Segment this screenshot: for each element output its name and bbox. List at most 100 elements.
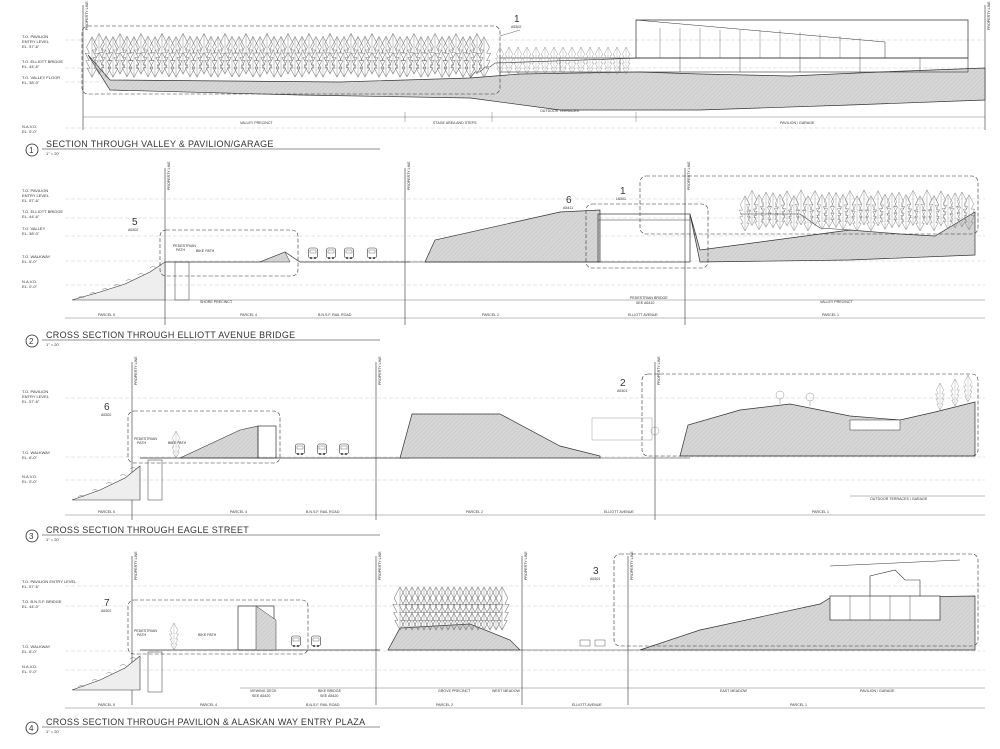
property-line-label: PROPERTY LINE [378,356,382,385]
callout-ref: A5302 [511,25,521,29]
svg-text:EL. 44'-0": EL. 44'-0" [22,604,40,609]
svg-text:ELLIOTT AVENUE: ELLIOTT AVENUE [628,313,658,317]
svg-text:T.O. WALKWAY: T.O. WALKWAY [22,644,51,649]
tree-icon [440,586,456,631]
tree-icon [504,46,514,75]
tree-icon [753,194,765,231]
svg-text:STAGE AREA AND STEPS: STAGE AREA AND STEPS [433,121,477,125]
property-line-label: PROPERTY LINE [378,551,382,580]
svg-text:T.O. VALLEY: T.O. VALLEY [22,226,46,231]
svg-text:GROVE PRECINCT: GROVE PRECINCT [438,689,471,693]
section-number: 2 [29,337,34,346]
pavilion-building [499,19,969,73]
tree-row [739,189,975,232]
svg-text:EL. 57'-6": EL. 57'-6" [22,584,40,589]
tree-icon [942,193,954,230]
shore-riprap [71,261,166,301]
svg-text:B.N.S.F. RAIL ROAD: B.N.S.F. RAIL ROAD [306,703,340,707]
tree-icon [148,36,162,78]
tree-icon [621,46,631,75]
svg-text:EL. 0'-0": EL. 0'-0" [22,669,38,674]
section-title: CROSS SECTION THROUGH EAGLE STREET [46,525,249,535]
annotation-label: BIKE PATH [196,249,215,253]
property-line-label: PROPERTY LINE [167,161,171,190]
svg-text:EL. 44'-6": EL. 44'-6" [22,214,40,219]
tree-icon [463,35,477,77]
tree-icon [434,586,450,631]
svg-text:EL. 57'-6": EL. 57'-6" [22,44,40,49]
callout-ref: L6301 [616,197,626,201]
svg-text:VALLEY PRECINCT: VALLEY PRECINCT [240,121,273,125]
tree-icon [410,586,426,631]
svg-text:PEDESTRIAN BRIDGE: PEDESTRIAN BRIDGE [630,296,668,300]
svg-text:PARCEL 1: PARCEL 1 [822,313,839,317]
svg-text:PARCEL 2: PARCEL 2 [436,703,453,707]
svg-text:ENTRY LEVEL: ENTRY LEVEL [22,394,50,399]
svg-text:EL. 57'-6": EL. 57'-6" [22,399,40,404]
tree-icon [309,36,323,78]
callout-number: 1 [620,186,626,197]
tree-icon [337,36,351,78]
annotation-label: BIKE PATH [168,441,187,445]
tree-icon [141,36,155,78]
svg-text:OUTDOOR TERRACES / GARAGE: OUTDOOR TERRACES / GARAGE [870,497,928,501]
tree-icon [442,35,456,78]
tree-icon [267,36,281,78]
tree-icon [120,36,134,78]
callout-number: 6 [104,402,110,413]
tree-icon [522,46,532,75]
tree-icon [106,36,120,78]
tree-icon [470,586,486,631]
section-1: PROPERTY LINE PROPERTY LINE [22,1,991,157]
tree-row [392,586,510,631]
svg-text:PARCEL 5: PARCEL 5 [98,703,115,707]
section-scale: 1" = 20' [46,151,60,156]
annotation-label: PATH [137,633,146,637]
detail-callout-box [159,229,299,277]
svg-text:SHORE PRECINCT: SHORE PRECINCT [200,300,233,304]
callout-number: 2 [620,378,626,389]
tree-icon [739,195,751,232]
property-line-label: PROPERTY LINE [134,356,138,385]
annotation-label: BIKE PATH [198,633,217,637]
svg-text:WEST MEADOW: WEST MEADOW [492,689,520,693]
svg-text:T.O. VALLEY FLOOR: T.O. VALLEY FLOOR [22,75,60,80]
property-line-label: PROPERTY LINE [85,1,89,30]
svg-text:EL. 38'-0": EL. 38'-0" [22,231,40,236]
tree-icon [421,36,435,78]
tree-icon [422,586,438,631]
svg-text:N.A.V.D.: N.A.V.D. [22,664,37,669]
section-3: PROPERTY LINE PROPERTY LINE PROPERTY LIN… [22,356,985,543]
section-number: 3 [29,532,34,541]
tree-icon [85,36,99,78]
svg-text:T.O. WALKWAY: T.O. WALKWAY [22,254,51,259]
tree-icon [851,195,863,232]
detail-callout-box [639,175,979,235]
tree-icon [183,36,197,78]
callout-ref: A5301 [617,389,627,393]
svg-text:PARCEL 4: PARCEL 4 [230,510,247,514]
tree-icon [549,46,559,75]
svg-text:ENTRY LEVEL: ENTRY LEVEL [22,39,50,44]
svg-text:PARCEL 5: PARCEL 5 [98,313,115,317]
property-line-label: PROPERTY LINE [407,161,411,190]
annotation-label: PATH [137,441,146,445]
property-line-label: PROPERTY LINE [134,551,138,580]
svg-text:T.O. PAVILION: T.O. PAVILION [22,34,48,39]
tree-icon [907,190,919,226]
tree-icon [190,36,204,78]
property-line-label: PROPERTY LINE [987,1,991,30]
svg-text:ENTRY LEVEL: ENTRY LEVEL [22,193,50,198]
zone-dimension-line: OUTDOOR TERRACES / GARAGE PARCEL 5 PARCE… [65,495,985,516]
svg-text:PAVILION / GARAGE: PAVILION / GARAGE [860,689,895,693]
svg-text:EL. 44'-6": EL. 44'-6" [22,64,40,69]
svg-text:PARCEL 2: PARCEL 2 [466,510,483,514]
svg-text:ELLIOTT AVENUE: ELLIOTT AVENUE [604,510,634,514]
tree-icon [127,36,141,78]
svg-text:N.A.V.D.: N.A.V.D. [22,124,37,129]
callout-ref: A5302 [101,413,111,417]
tree-icon [900,194,912,230]
section-number-circle [25,143,39,157]
tree-icon [865,195,877,232]
